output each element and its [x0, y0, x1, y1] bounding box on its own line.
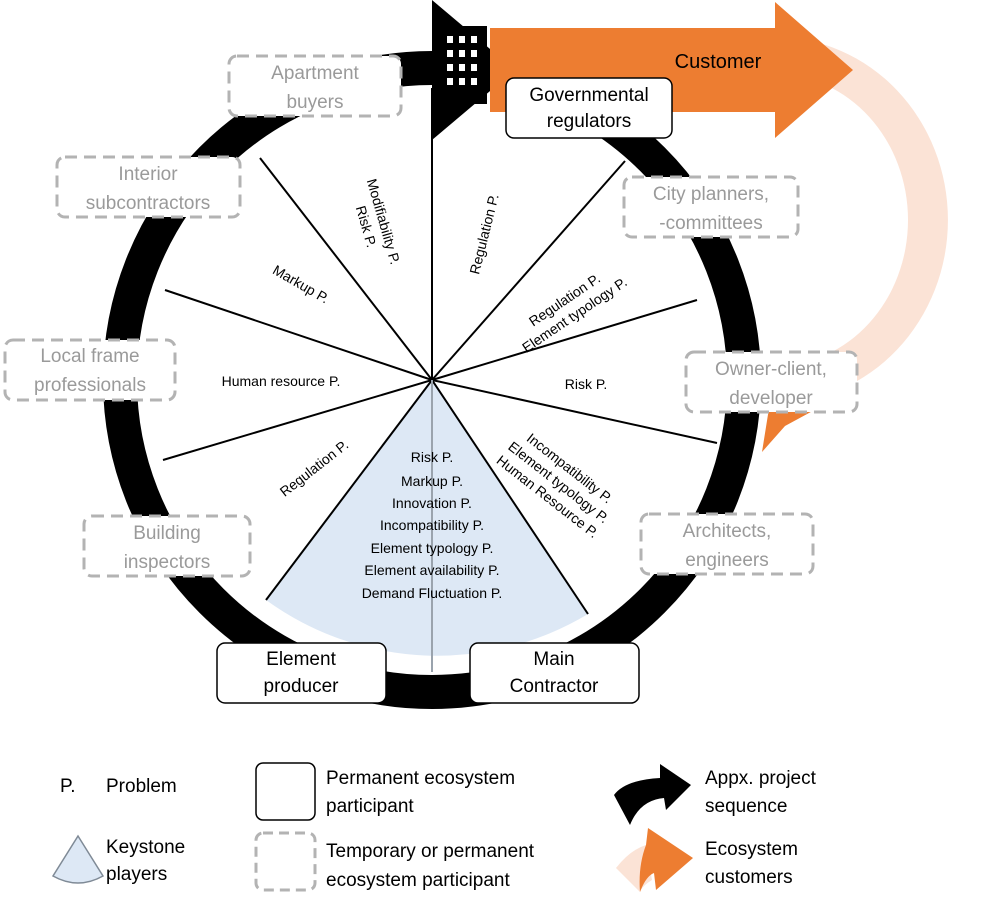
- svg-text:Human resource P.: Human resource P.: [222, 373, 341, 389]
- segment-human-resource: Human resource P.: [222, 373, 341, 389]
- owner-client-box: [684, 350, 859, 414]
- legend-temporary-2: ecosystem participant: [326, 870, 510, 891]
- wheel-spokes: [162, 88, 718, 615]
- building-icon: [437, 26, 487, 104]
- architects-engineers-label: Architects,: [683, 521, 772, 542]
- svg-text:regulators: regulators: [547, 111, 632, 132]
- legend-customers-1: Ecosystem: [705, 839, 798, 860]
- main-contractor-box: Main Contractor: [469, 642, 640, 704]
- svg-text:Incompatibility P.: Incompatibility P.: [380, 517, 484, 533]
- legend-keystone-1: Keystone: [106, 837, 185, 858]
- svg-text:Governmental: Governmental: [529, 85, 648, 106]
- building-inspectors-label-2: inspectors: [124, 552, 211, 573]
- interior-subcontractors-label-2: subcontractors: [86, 193, 211, 214]
- city-planners-label-2: -committees: [659, 213, 762, 234]
- legend-temporary-1: Temporary or permanent: [326, 841, 535, 862]
- legend: P. Problem Keystone players Permanent ec…: [51, 762, 817, 892]
- svg-text:Main: Main: [533, 649, 574, 670]
- customer-loop-arc: [775, 37, 948, 403]
- legend-dashed-box: [254, 831, 317, 892]
- svg-text:Innovation P.: Innovation P.: [392, 495, 472, 511]
- legend-permanent-1: Permanent ecosystem: [326, 768, 515, 789]
- svg-text:Contractor: Contractor: [510, 676, 599, 697]
- segment-keystone: Risk P. Markup P. Innovation P. Incompat…: [362, 449, 503, 601]
- svg-text:Element: Element: [266, 649, 336, 670]
- legend-solid-box: [255, 762, 316, 821]
- svg-text:Element typology P.: Element typology P.: [371, 540, 494, 556]
- apartment-buyers-label: Apartment: [271, 63, 359, 84]
- legend-customers-2: customers: [705, 867, 793, 888]
- governmental-regulators-box: Governmental regulators: [505, 77, 673, 139]
- legend-keystone-2: players: [106, 864, 167, 885]
- apartment-buyers-box: [227, 54, 403, 118]
- svg-text:Markup P.: Markup P.: [401, 473, 463, 489]
- local-frame-professionals-label-2: professionals: [34, 375, 146, 396]
- svg-text:producer: producer: [264, 676, 340, 697]
- interior-subcontractors-label: Interior: [118, 164, 178, 185]
- city-planners-box: [622, 175, 800, 239]
- svg-text:Element availability P.: Element availability P.: [364, 562, 499, 578]
- interior-subcontractors-box: [55, 155, 242, 219]
- svg-text:Risk P.: Risk P.: [565, 376, 608, 392]
- building-inspectors-box: [82, 514, 252, 578]
- local-frame-professionals-box: [3, 338, 177, 402]
- architects-engineers-label-2: engineers: [685, 550, 768, 571]
- apartment-buyers-label-2: buyers: [286, 92, 343, 113]
- legend-sequence-1: Appx. project: [705, 768, 817, 789]
- svg-text:Risk P.: Risk P.: [411, 449, 454, 465]
- legend-sequence-2: sequence: [705, 796, 787, 817]
- element-producer-box: Element producer: [216, 642, 387, 704]
- owner-client-label: Owner-client,: [715, 359, 827, 380]
- city-planners-label: City planners,: [653, 184, 769, 205]
- legend-sequence-arrow-icon: [614, 764, 691, 825]
- segment-risk-right: Risk P.: [565, 376, 608, 392]
- owner-client-label-2: developer: [729, 388, 813, 409]
- local-frame-professionals-label: Local frame: [40, 346, 139, 367]
- legend-p-symbol: P.: [60, 776, 76, 797]
- keystone-cone-icon: [51, 834, 105, 884]
- architects-engineers-box: [639, 512, 815, 576]
- customer-label: Customer: [675, 51, 762, 73]
- legend-permanent-2: participant: [326, 796, 414, 817]
- building-inspectors-label: Building: [133, 523, 201, 544]
- keystone-segment: [266, 380, 588, 656]
- legend-problem: Problem: [106, 776, 177, 797]
- svg-text:Demand Fluctuation P.: Demand Fluctuation P.: [362, 585, 503, 601]
- legend-customers-arrow-icon: [639, 828, 693, 892]
